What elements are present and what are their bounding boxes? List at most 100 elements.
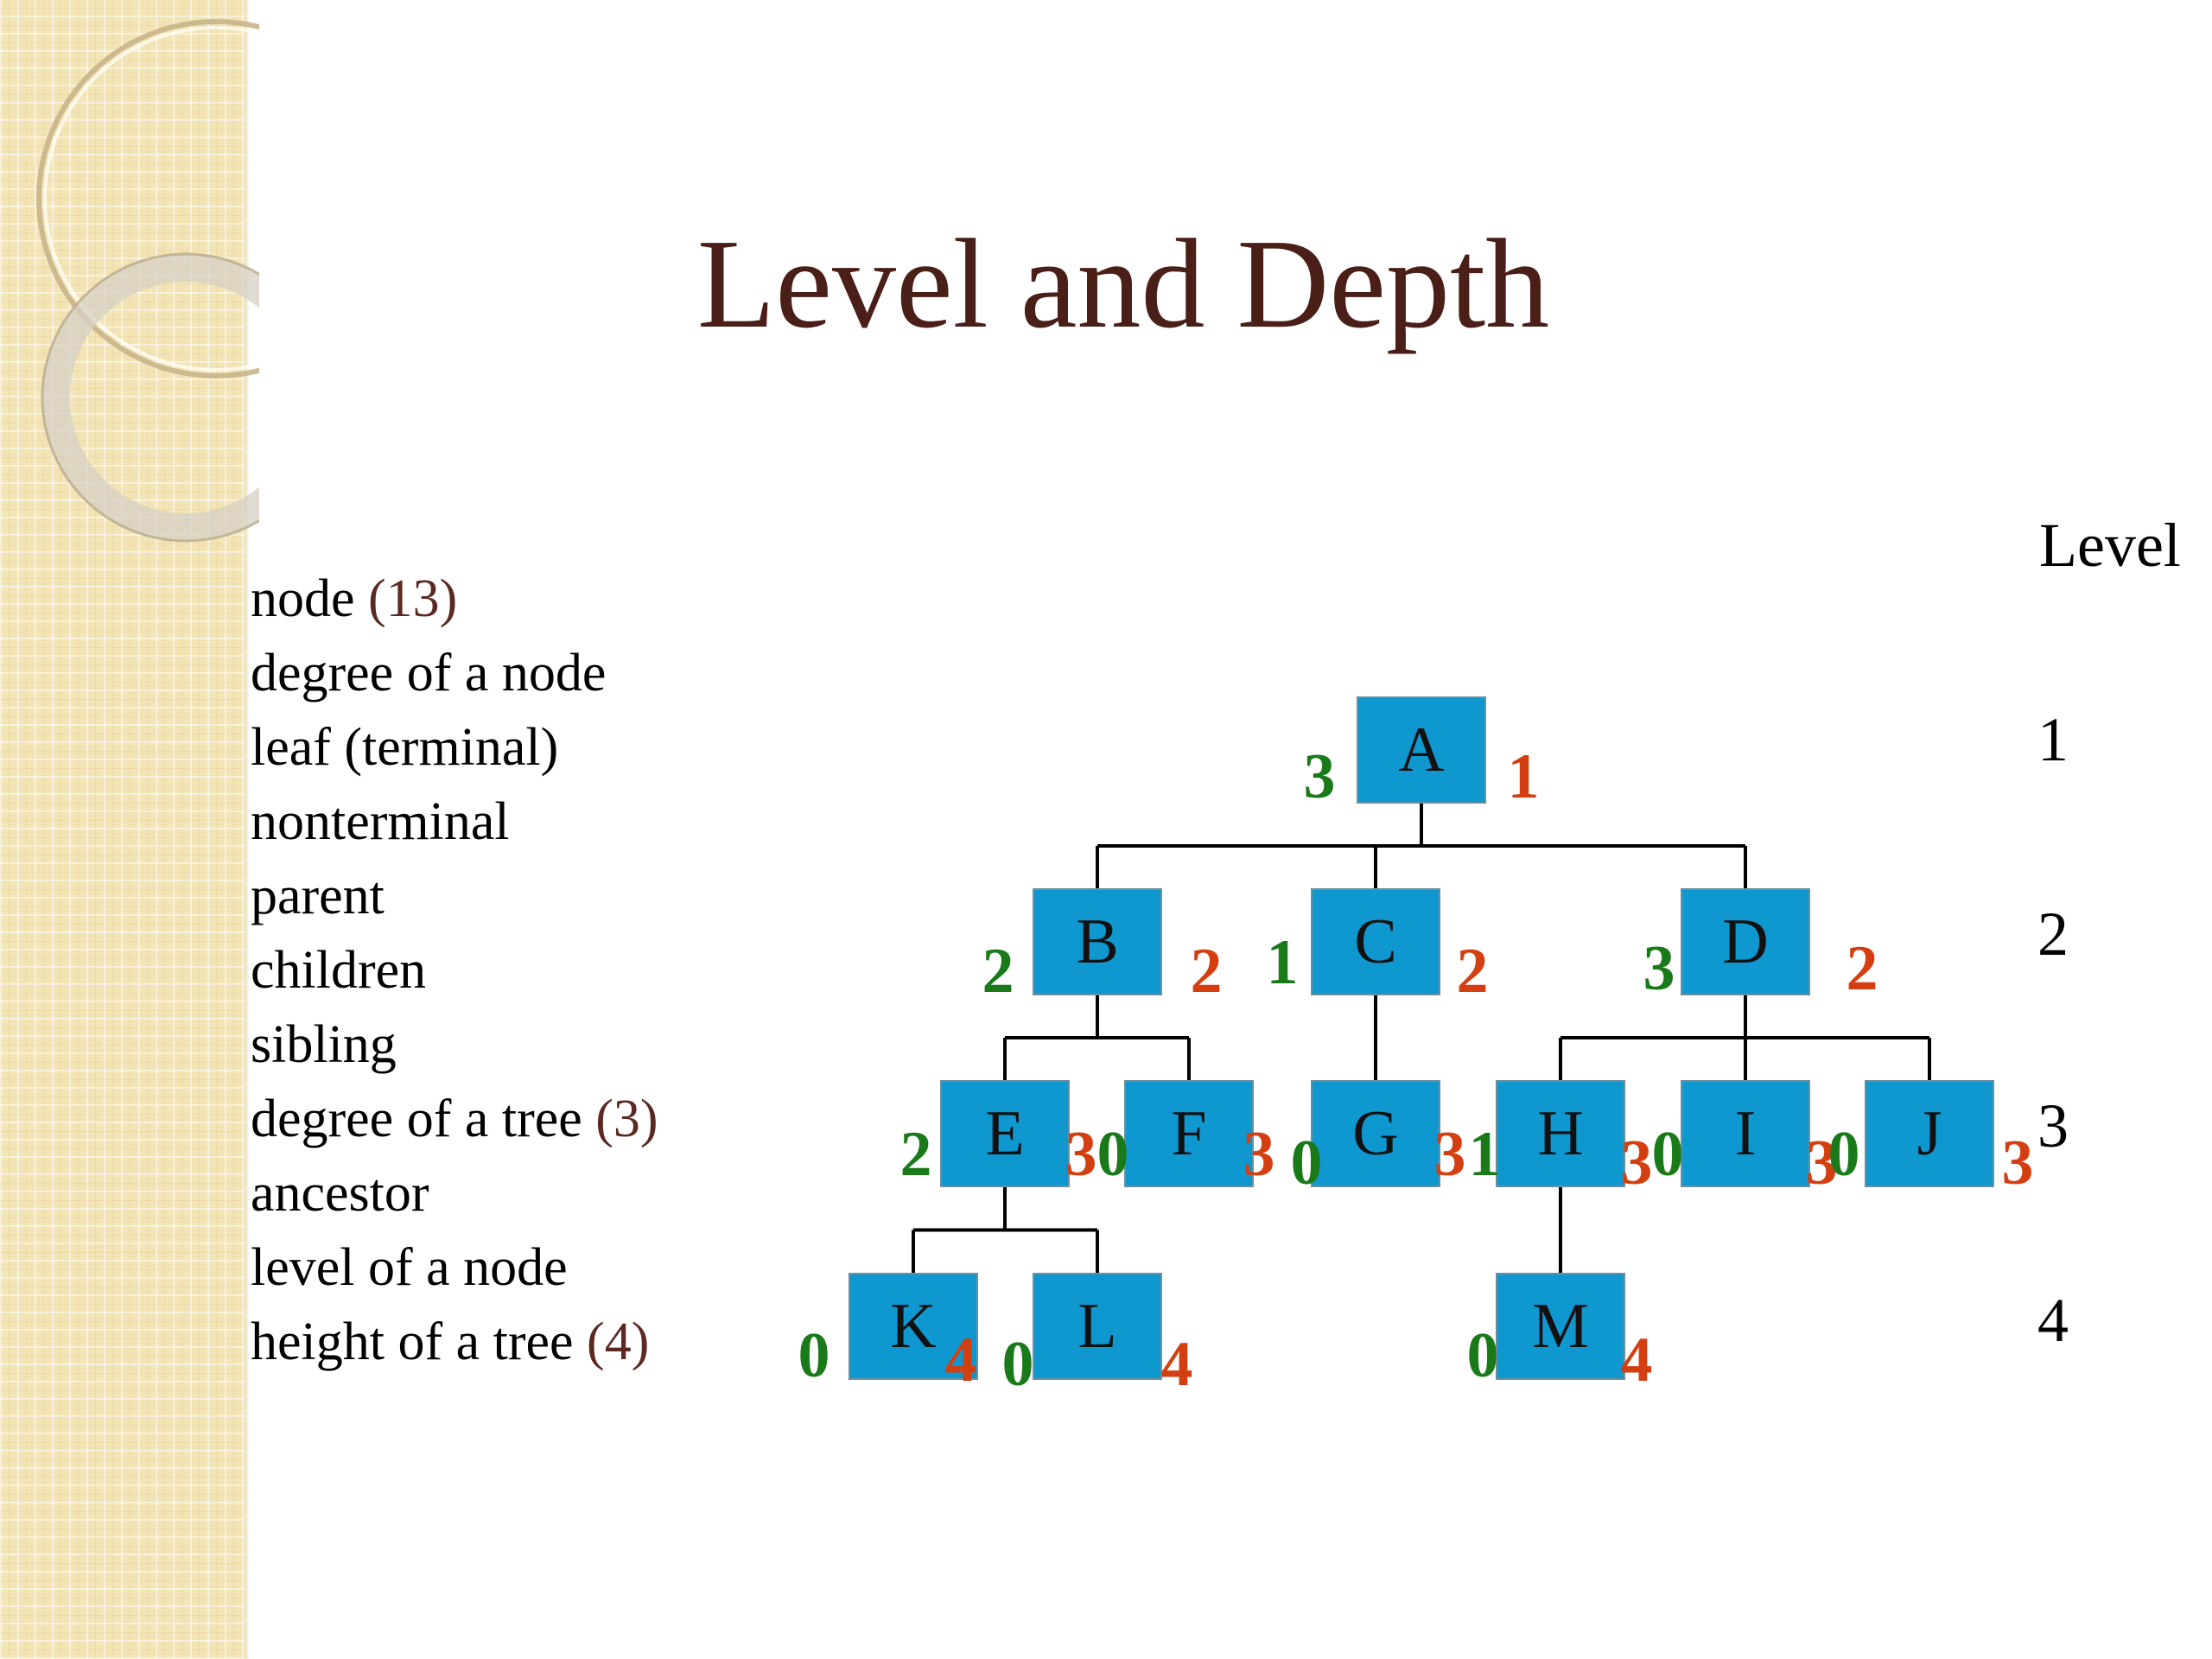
node-level-label: 3 (1806, 1128, 1838, 1198)
node-degree-label: 0 (798, 1320, 830, 1391)
node-degree-label: 1 (1469, 1119, 1501, 1190)
node-box (1357, 696, 1486, 804)
node-label: L (1077, 1291, 1116, 1362)
node-label: G (1352, 1098, 1398, 1169)
level-header: Level (2039, 511, 2181, 580)
node-degree-label: 0 (1291, 1128, 1323, 1198)
node-box (1033, 888, 1162, 995)
node-box (1681, 888, 1810, 995)
tree-node-e: E2 3 (900, 1080, 1097, 1190)
tree-node-g: G0 3 (1291, 1080, 1466, 1198)
tree-edges (912, 803, 1931, 1274)
term-item: node (13) (251, 562, 658, 636)
node-box (1681, 1080, 1810, 1187)
node-level-label: 3 (1065, 1119, 1097, 1190)
node-label: I (1735, 1098, 1757, 1169)
tree-edge (1003, 995, 1191, 1081)
node-box (1311, 1080, 1440, 1187)
term-label: node (251, 569, 355, 628)
term-label: degree of a node (251, 644, 607, 702)
term-value: (4) (587, 1313, 650, 1371)
tree-node-j: J0 3 (1828, 1080, 2034, 1198)
node-level-label: 3 (1243, 1119, 1275, 1190)
term-label: sibling (251, 1015, 397, 1074)
term-label: level of a node (251, 1238, 568, 1297)
term-item: children (251, 933, 658, 1007)
node-label: M (1532, 1291, 1589, 1362)
tree-node-f: F0 3 (1097, 1080, 1275, 1190)
node-degree-label: 1 (1267, 927, 1299, 998)
node-degree-label: 0 (1828, 1119, 1860, 1190)
node-degree-label: 0 (1652, 1119, 1684, 1190)
node-label: E (985, 1098, 1024, 1169)
term-item: degree of a tree (3) (251, 1082, 658, 1156)
term-item: height of a tree (4) (251, 1305, 658, 1379)
term-item: ancestor (251, 1156, 658, 1230)
node-degree-label: 0 (1467, 1320, 1499, 1391)
term-item: leaf (terminal) (251, 710, 658, 785)
level-number: 2 (2037, 899, 2069, 969)
tree-node-a: A3 1 (1304, 696, 1540, 812)
node-box (1033, 1273, 1162, 1380)
node-box (1865, 1080, 1994, 1187)
term-value: (13) (368, 569, 458, 628)
tree-node-d: D3 2 (1643, 888, 1878, 1004)
level-number: 4 (2037, 1286, 2069, 1355)
term-item: level of a node (251, 1230, 658, 1305)
term-item: sibling (251, 1007, 658, 1082)
node-box (849, 1273, 978, 1380)
tree-edge (1559, 995, 1931, 1081)
tree-node-l: L0 4 (1002, 1273, 1193, 1400)
node-label: F (1171, 1098, 1206, 1169)
term-item: degree of a node (251, 636, 658, 710)
slide-title: Level and Depth (696, 213, 1550, 355)
tree-node-k: K0 4 (798, 1273, 978, 1395)
tree-node-m: M0 4 (1467, 1273, 1653, 1395)
node-label: A (1398, 715, 1444, 785)
tree-edge (1096, 803, 1747, 889)
terms-list: node (13) degree of a node leaf (termina… (251, 562, 658, 1379)
node-level-label: 3 (1621, 1128, 1653, 1198)
level-number: 3 (2037, 1091, 2069, 1160)
node-label: K (890, 1291, 936, 1362)
node-level-label: 1 (1508, 741, 1540, 812)
term-label: ancestor (251, 1164, 429, 1223)
node-level-label: 3 (2002, 1128, 2034, 1198)
node-box (1311, 888, 1440, 995)
node-label: C (1354, 906, 1396, 977)
node-level-label: 4 (945, 1325, 977, 1395)
node-degree-label: 2 (900, 1119, 932, 1190)
tree-node-c: C1 2 (1267, 888, 1489, 1007)
node-degree-label: 3 (1304, 741, 1336, 812)
node-level-label: 3 (1434, 1119, 1466, 1190)
term-label: nonterminal (251, 792, 510, 851)
term-label: leaf (terminal) (251, 718, 559, 777)
node-degree-label: 2 (982, 936, 1014, 1007)
node-level-label: 2 (1847, 933, 1878, 1004)
node-level-label: 2 (1457, 936, 1489, 1007)
node-degree-label: 0 (1097, 1119, 1129, 1190)
term-label: children (251, 941, 427, 1000)
node-degree-label: 3 (1643, 933, 1675, 1004)
level-number: 1 (2037, 705, 2069, 774)
node-label: J (1917, 1098, 1942, 1169)
node-level-label: 4 (1161, 1329, 1193, 1400)
term-label: parent (251, 867, 385, 925)
tree-edge (912, 1186, 1099, 1274)
tree-node-h: H1 3 (1469, 1080, 1653, 1198)
tree-node-i: I0 3 (1652, 1080, 1838, 1198)
node-label: H (1537, 1098, 1583, 1169)
node-box (1496, 1273, 1625, 1380)
node-box (940, 1080, 1070, 1187)
term-item: parent (251, 859, 658, 933)
term-item: nonterminal (251, 785, 658, 859)
node-level-label: 4 (1621, 1325, 1653, 1395)
term-label: height of a tree (251, 1313, 574, 1371)
node-box (1124, 1080, 1254, 1187)
term-label: degree of a tree (251, 1090, 582, 1148)
node-degree-label: 0 (1002, 1329, 1034, 1400)
node-label: D (1722, 906, 1768, 977)
node-box (1496, 1080, 1625, 1187)
